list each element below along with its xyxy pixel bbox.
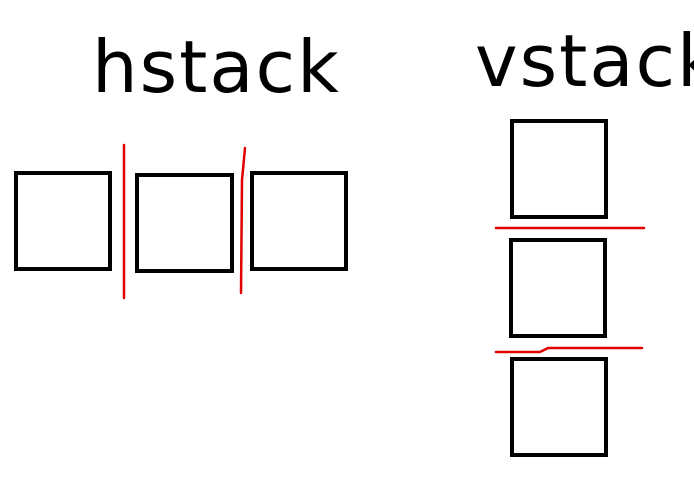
hstack-box-2	[135, 173, 234, 273]
vstack-box-2	[509, 238, 607, 338]
vstack-divider-2	[494, 346, 644, 354]
vstack-title: vstack	[475, 19, 694, 103]
vstack-box-3	[510, 357, 608, 457]
hstack-box-3	[250, 171, 348, 271]
hstack-box-1	[14, 171, 112, 271]
hstack-title: hstack	[92, 25, 341, 109]
hstack-divider-2	[239, 146, 247, 295]
vstack-box-1	[510, 119, 608, 219]
